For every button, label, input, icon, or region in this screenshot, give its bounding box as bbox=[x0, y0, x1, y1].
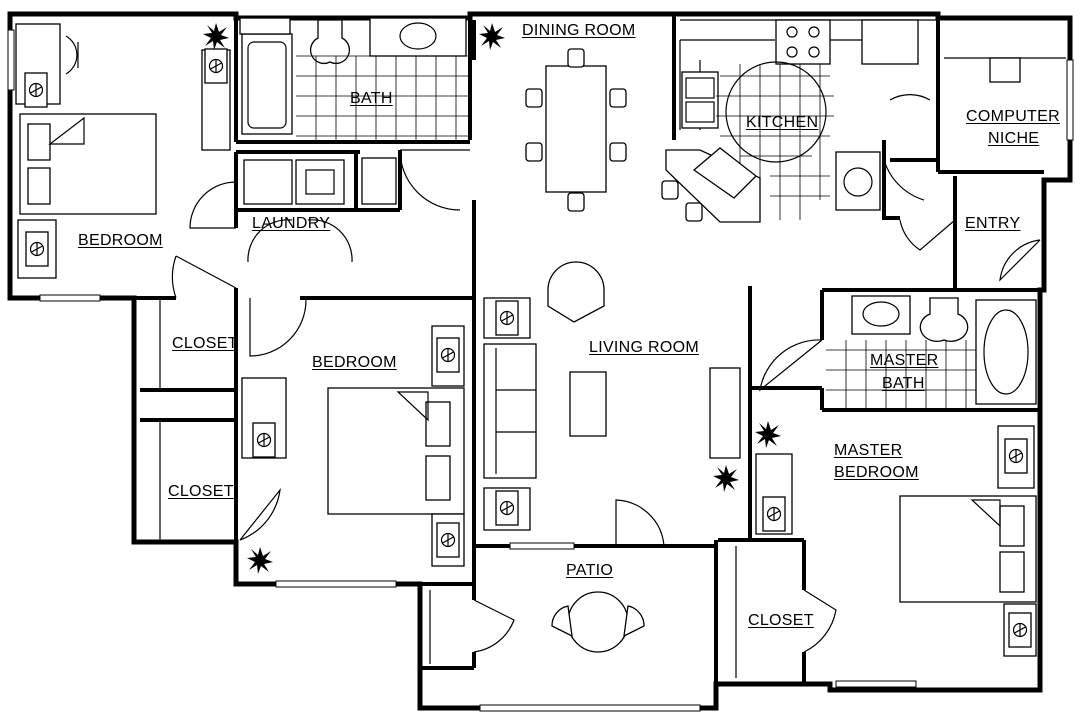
room-label-bath: BATH bbox=[350, 90, 393, 107]
room-label-kitchen: KITCHEN bbox=[746, 114, 819, 131]
dining-furniture bbox=[479, 23, 627, 212]
living-room-furniture bbox=[483, 261, 741, 531]
room-label-closet-master: CLOSET bbox=[748, 612, 814, 629]
bath-fixtures bbox=[239, 17, 470, 140]
door-swings bbox=[171, 94, 1041, 653]
windows bbox=[7, 29, 1074, 712]
room-label-bedroom-middle: BEDROOM bbox=[312, 354, 397, 371]
bedroom-left-furniture bbox=[15, 23, 231, 279]
master-bedroom-furniture bbox=[755, 421, 1037, 657]
room-label-living-room: LIVING ROOM bbox=[589, 339, 699, 356]
room-label-laundry: LAUNDRY bbox=[252, 215, 331, 232]
computer-niche-desk bbox=[944, 57, 1066, 83]
patio-furniture bbox=[551, 591, 645, 653]
room-label-closet-upper: CLOSET bbox=[172, 335, 238, 352]
laundry-fixtures bbox=[243, 157, 397, 205]
room-label-dining-room: DINING ROOM bbox=[522, 22, 636, 39]
room-label-closet-lower: CLOSET bbox=[168, 483, 234, 500]
master-bath-fixtures bbox=[826, 295, 1037, 408]
room-label-master-bath-line1: MASTER bbox=[870, 352, 939, 369]
room-label-computer-niche-line1: COMPUTER bbox=[966, 108, 1060, 125]
room-label-patio: PATIO bbox=[566, 562, 614, 579]
room-label-master-bath-line2: BATH bbox=[882, 375, 925, 392]
room-label-master-bedroom-line1: MASTER bbox=[834, 442, 903, 459]
room-label-bedroom-left: BEDROOM bbox=[78, 232, 163, 249]
bedroom-middle-furniture bbox=[241, 325, 465, 574]
room-label-entry: ENTRY bbox=[965, 215, 1021, 232]
kitchen-fixtures bbox=[661, 19, 940, 223]
room-label-master-bedroom-line2: BEDROOM bbox=[834, 464, 919, 481]
room-label-computer-niche-line2: NICHE bbox=[988, 130, 1040, 147]
